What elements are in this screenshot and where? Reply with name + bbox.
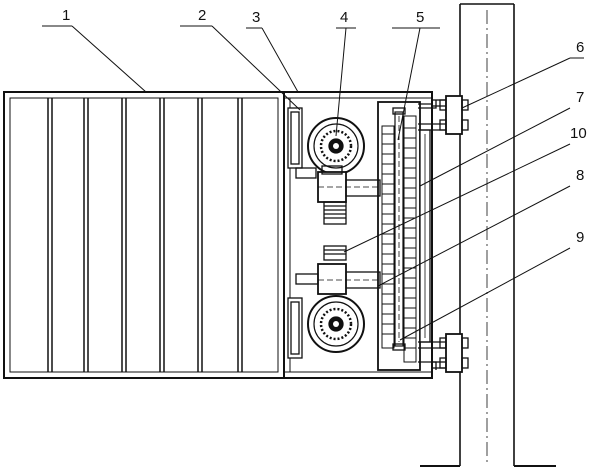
callout-4: 4 bbox=[340, 9, 348, 26]
leader-lines bbox=[42, 25, 584, 341]
callout-8: 8 bbox=[576, 167, 584, 184]
slatted-frame bbox=[3, 91, 285, 379]
callout-3: 3 bbox=[252, 9, 260, 26]
callout-6: 6 bbox=[576, 39, 584, 56]
callout-7: 7 bbox=[576, 89, 584, 106]
guide-rod bbox=[419, 129, 431, 343]
callout-9: 9 bbox=[576, 229, 584, 246]
mounting-brackets bbox=[287, 107, 303, 359]
vertical-rack-assembly bbox=[377, 101, 421, 371]
callout-2: 2 bbox=[198, 7, 206, 24]
lower-flange bbox=[439, 333, 469, 373]
lower-shaft-assembly bbox=[295, 245, 381, 295]
callout-5: 5 bbox=[416, 9, 424, 26]
rack-teeth bbox=[382, 127, 416, 349]
callout-labels: 1 2 3 4 5 6 7 10 8 9 bbox=[62, 7, 587, 246]
callout-1: 1 bbox=[62, 7, 70, 24]
upper-shaft-assembly bbox=[295, 165, 381, 225]
callout-10: 10 bbox=[570, 125, 587, 142]
lower-pulley bbox=[307, 295, 365, 353]
upper-flange bbox=[439, 95, 469, 135]
frame-slats bbox=[47, 98, 243, 372]
support-column bbox=[420, 3, 556, 467]
